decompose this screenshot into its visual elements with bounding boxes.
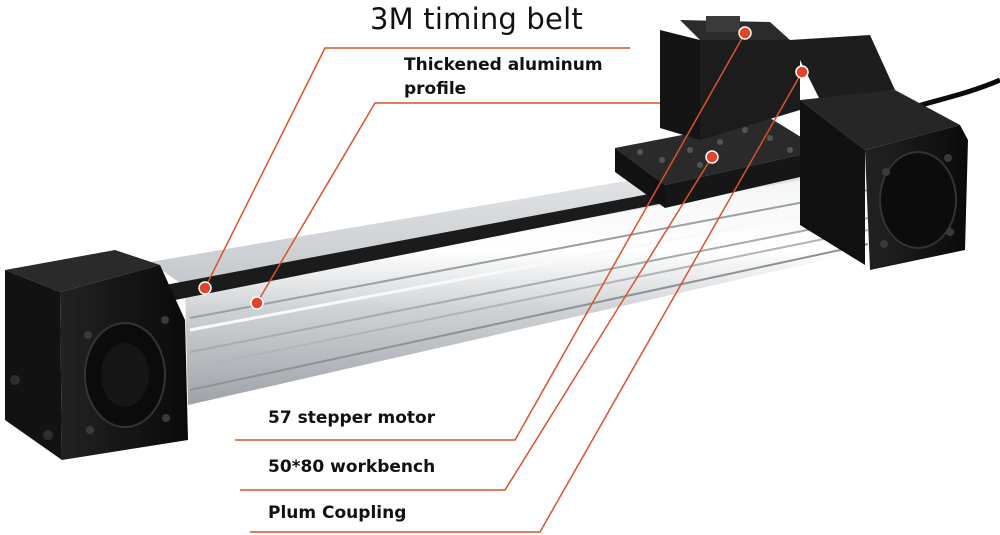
marker-dots — [198, 26, 809, 310]
timing-belt-label: 3M timing belt — [370, 2, 583, 36]
workbench-label: 50*80 workbench — [268, 457, 436, 477]
stepper-motor — [660, 16, 800, 140]
right-end-block — [790, 35, 968, 270]
marker-timing-belt — [198, 281, 212, 295]
marker-profile — [250, 296, 264, 310]
marker-workbench — [705, 150, 719, 164]
profile-label: Thickened aluminum profile — [404, 53, 603, 101]
leader-coupling — [250, 71, 803, 533]
marker-stepper-motor — [738, 26, 752, 40]
leader-stepper-motor — [235, 32, 746, 441]
leader-lines — [204, 32, 803, 533]
stepper-motor-label: 57 stepper motor — [268, 408, 436, 428]
left-end-block — [5, 250, 188, 460]
profile-label-line2: profile — [404, 79, 467, 99]
leader-timing-belt — [204, 47, 630, 289]
marker-coupling — [795, 65, 809, 79]
leader-profile — [256, 102, 660, 304]
aluminum-profile-rail — [150, 148, 870, 405]
coupling-label: Plum Coupling — [268, 503, 407, 523]
leader-workbench — [240, 156, 713, 491]
profile-label-line1: Thickened aluminum — [404, 55, 603, 75]
workbench-plate — [615, 118, 822, 208]
